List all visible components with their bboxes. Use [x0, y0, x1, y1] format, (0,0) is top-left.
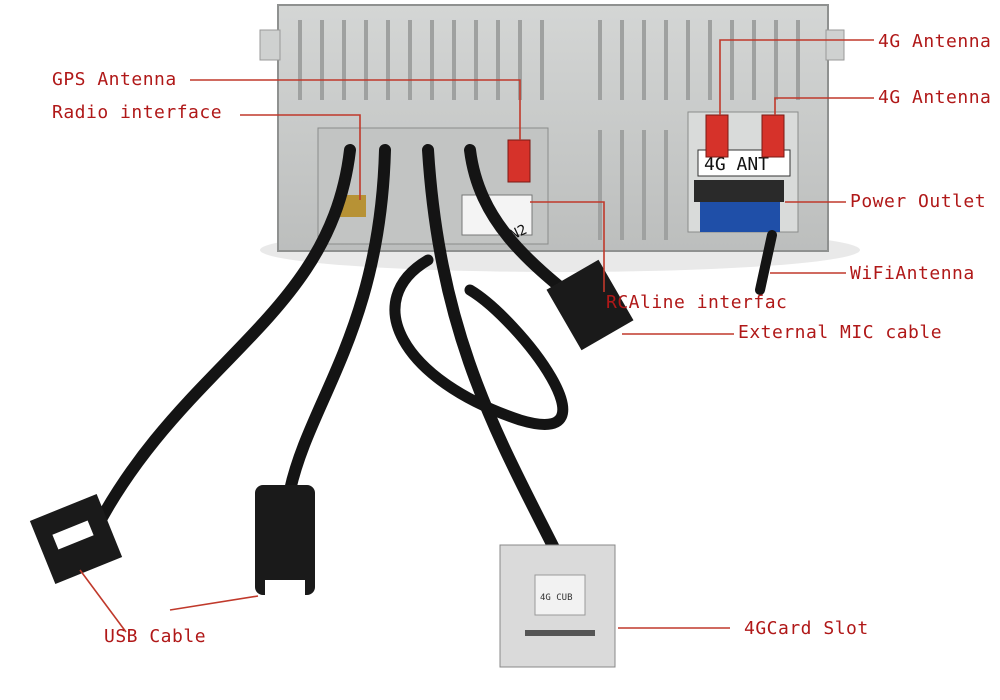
label-4g-antenna-1: 4G Antenna	[878, 31, 992, 52]
label-wifi-antenna: WiFiAntenna	[850, 263, 975, 284]
callout-lines	[79, 39, 874, 633]
label-gps-antenna: GPS Antenna	[52, 69, 177, 90]
head-unit-chassis: 4G ANT N2	[259, 4, 845, 252]
label-power-outlet: Power Outlet	[850, 191, 987, 212]
plugs: 4G CUB	[29, 259, 634, 668]
label-usb-cable: USB Cable	[104, 626, 207, 647]
label-external-mic: External MIC cable	[738, 322, 943, 343]
port-marking: 4G ANT	[704, 154, 769, 175]
card-module-marking: 4G CUB	[540, 593, 573, 603]
antenna-connectors	[340, 114, 785, 217]
label-4g-antenna-2: 4G Antenna	[878, 87, 992, 108]
label-4g-card-slot: 4GCard Slot	[744, 618, 869, 639]
label-radio-interface: Radio interface	[52, 102, 223, 123]
label-rca-line: RCAline interfac	[606, 292, 788, 313]
